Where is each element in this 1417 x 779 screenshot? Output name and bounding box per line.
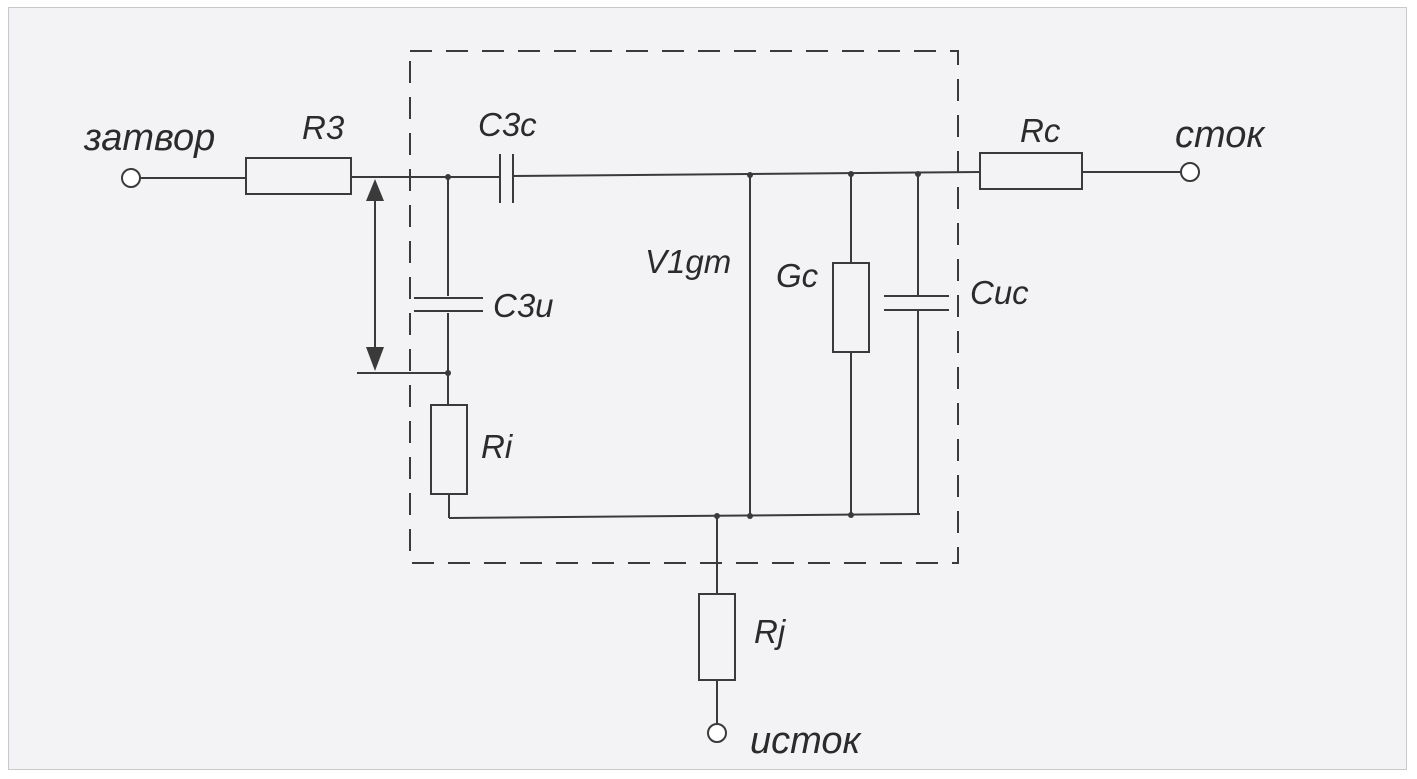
gc-resistor: [832, 262, 870, 353]
c-drain-source-label: Cuc: [970, 274, 1029, 311]
drain-label: сток: [1175, 114, 1266, 156]
junction-dot: [747, 172, 753, 178]
source-resistor: [698, 593, 736, 681]
junction-dot: [848, 512, 854, 518]
drain-resistor: [979, 152, 1083, 190]
c-gate-drain-label: C3c: [478, 106, 537, 143]
junction-dot: [848, 171, 854, 177]
drain-terminal: [1180, 162, 1200, 182]
r-drain-label: Rc: [1020, 112, 1061, 149]
source-label: исток: [750, 720, 862, 762]
voltage-arrow-head-up: [366, 179, 384, 201]
ri-resistor: [430, 404, 468, 495]
bottom-bus-wire: [448, 513, 921, 519]
junction-dot: [714, 513, 720, 519]
current-source-label: V1gm: [645, 243, 731, 280]
gate-label: затвор: [83, 117, 215, 159]
junction-dot: [445, 174, 451, 180]
gate-terminal: [121, 168, 141, 188]
ri-label: Ri: [481, 428, 514, 465]
transistor-boundary: [409, 50, 959, 564]
c-gate-source-label: C3u: [493, 287, 554, 324]
junction-dot: [915, 171, 921, 177]
junction-dot: [747, 513, 753, 519]
voltage-arrow-head-down: [366, 347, 384, 371]
r-source-label: Rj: [754, 613, 787, 650]
gc-label: Gc: [776, 257, 819, 294]
r-gate-label: R3: [302, 109, 345, 146]
source-terminal: [707, 723, 727, 743]
junction-dot: [445, 370, 451, 376]
top-bus-wire: [512, 171, 981, 177]
gate-resistor: [245, 157, 352, 195]
